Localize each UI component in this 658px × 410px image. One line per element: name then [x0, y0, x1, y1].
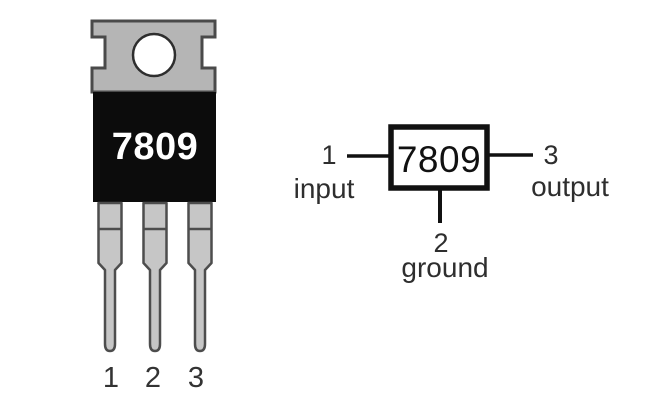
- leg-shape: [97, 201, 123, 353]
- schematic-pin2-name: ground: [401, 252, 488, 283]
- leg-shape: [187, 201, 213, 353]
- package-body: [93, 92, 216, 202]
- package-leg-1: [97, 201, 123, 353]
- leg-shape: [142, 201, 168, 353]
- schematic-pin3-name: output: [531, 171, 609, 202]
- schematic-pin1-number: 1: [321, 140, 336, 170]
- schematic-pin1-name: input: [294, 173, 355, 204]
- package-leg-3: [187, 201, 213, 353]
- schematic-pin3-number: 3: [543, 140, 558, 170]
- schematic-label: 7809: [397, 139, 481, 180]
- package-pin1-number: 1: [103, 362, 119, 394]
- package-label: 7809: [112, 126, 199, 168]
- mounting-hole-icon: [131, 32, 177, 78]
- package-pin3-number: 3: [188, 362, 204, 394]
- package-pin2-number: 2: [145, 362, 161, 394]
- schematic-pin2-number: 2: [433, 228, 448, 258]
- package-leg-2: [142, 201, 168, 353]
- schematic-symbol: 7809 1 input 3 output 2 ground: [294, 124, 609, 283]
- to220-package: 7809 1 2 3: [90, 19, 217, 394]
- schematic-box: [388, 124, 490, 191]
